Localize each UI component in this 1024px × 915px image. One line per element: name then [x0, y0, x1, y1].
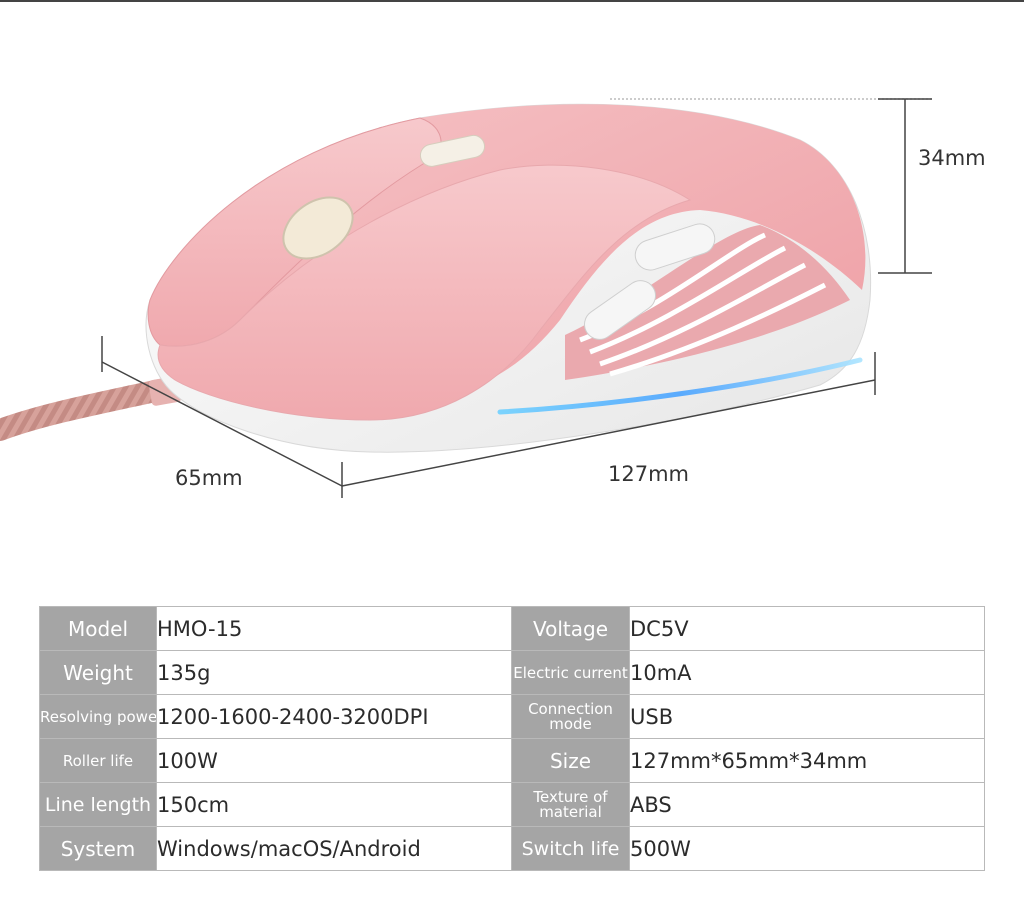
cable — [0, 376, 182, 441]
spec-label: Voltage — [511, 606, 630, 651]
spec-label: Connection mode — [511, 694, 630, 739]
spec-value: USB — [629, 694, 985, 739]
spec-label: Weight — [39, 650, 157, 695]
spec-label: Roller life — [39, 738, 157, 783]
led-strip — [497, 357, 863, 415]
table-row: Line length 150cm Texture of material AB… — [39, 782, 985, 827]
width-dimension — [101, 336, 343, 498]
height-dimension — [610, 98, 932, 274]
top-rule — [0, 0, 1024, 2]
spec-value: 127mm*65mm*34mm — [629, 738, 985, 783]
height-label: 34mm — [918, 146, 986, 170]
side-button-back — [584, 280, 656, 340]
spec-label: Resolving powe — [39, 694, 157, 739]
dpi-button — [419, 134, 486, 167]
width-label: 65mm — [175, 466, 243, 490]
table-row: Roller life 100W Size 127mm*65mm*34mm — [39, 738, 985, 783]
spec-value: Windows/macOS/Android — [156, 826, 512, 871]
side-grip — [565, 225, 850, 380]
spec-table: Model HMO-15 Voltage DC5V Weight 135g El… — [39, 606, 985, 871]
spec-value: 135g — [156, 650, 512, 695]
spec-value: ABS — [629, 782, 985, 827]
spec-value: HMO-15 — [156, 606, 512, 651]
length-dimension — [341, 352, 876, 487]
product-illustration: 34mm 65mm 127mm — [0, 98, 986, 498]
spec-label: Line length — [39, 782, 157, 827]
spec-label: Texture of material — [511, 782, 630, 827]
spec-label: Size — [511, 738, 630, 783]
length-label: 127mm — [608, 462, 689, 486]
spec-value: 10mA — [629, 650, 985, 695]
scroll-wheel — [282, 196, 354, 260]
spec-label: Switch life — [511, 826, 630, 871]
spec-value: 100W — [156, 738, 512, 783]
table-row: Weight 135g Electric current 10mA — [39, 650, 985, 695]
side-button-forward — [634, 223, 716, 271]
spec-label: Electric current — [511, 650, 630, 695]
spec-label: Model — [39, 606, 157, 651]
table-row: System Windows/macOS/Android Switch life… — [39, 826, 985, 871]
spec-value: 500W — [629, 826, 985, 871]
spec-value: 150cm — [156, 782, 512, 827]
table-row: Resolving powe 1200-1600-2400-3200DPI Co… — [39, 694, 985, 739]
spec-label: System — [39, 826, 157, 871]
spec-value: 1200-1600-2400-3200DPI — [156, 694, 512, 739]
spec-value: DC5V — [629, 606, 985, 651]
table-row: Model HMO-15 Voltage DC5V — [39, 606, 985, 651]
